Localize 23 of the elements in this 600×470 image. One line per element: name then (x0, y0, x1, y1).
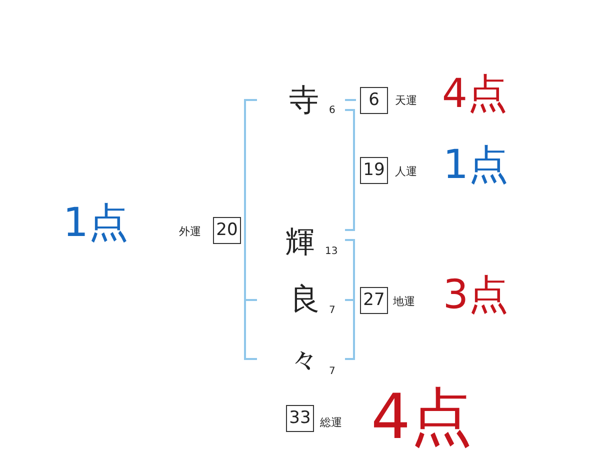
name-character: 輝 (285, 228, 315, 258)
fortune-name: 外運 (179, 226, 201, 237)
score-text: 3点 (443, 275, 508, 315)
stroke-count: 7 (329, 367, 336, 377)
score-text: 1点 (63, 203, 128, 243)
fortune-name: 天運 (395, 95, 417, 106)
stroke-count: 6 (329, 106, 336, 116)
stroke-count: 7 (329, 306, 336, 316)
number-box: 19 (360, 157, 388, 184)
number-box: 20 (213, 217, 241, 244)
score-text: 4点 (442, 74, 508, 114)
stroke-count: 13 (325, 247, 338, 257)
name-character: 良 (290, 285, 320, 315)
fortune-name: 総運 (320, 417, 342, 428)
number-box: 33 (286, 405, 314, 432)
name-character: 寺 (289, 86, 319, 116)
number-box: 6 (360, 87, 388, 114)
fortune-name: 地運 (393, 296, 415, 307)
name-character: 々 (289, 346, 319, 376)
score-text: 4点 (371, 386, 472, 448)
fortune-name: 人運 (395, 166, 417, 177)
number-box: 27 (360, 287, 388, 314)
score-text: 1点 (443, 145, 508, 185)
